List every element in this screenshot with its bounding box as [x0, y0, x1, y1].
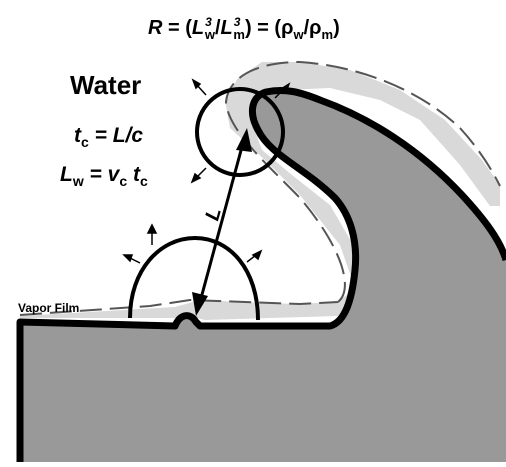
vapor-film-boundary	[19, 60, 501, 316]
bubble-circle-upper	[195, 87, 285, 177]
vapor-film-label: Vapor Film	[18, 301, 79, 315]
equation-tc: tc = L/c	[74, 124, 143, 150]
expansion-arrows-upper	[190, 78, 291, 184]
equation-Lw: Lw = vc tc	[60, 163, 148, 189]
water-label: Water	[70, 70, 141, 100]
length-arrowhead-bottom	[192, 292, 208, 316]
expansion-arrows-lower	[122, 223, 263, 264]
length-label: L	[201, 205, 226, 223]
bubble-hemisphere-lower	[128, 235, 260, 321]
length-arrowhead-top	[236, 128, 252, 152]
melt-surface-outline	[16, 86, 506, 462]
length-arrow-shaft	[198, 142, 245, 303]
melt-wave-body	[20, 90, 506, 462]
